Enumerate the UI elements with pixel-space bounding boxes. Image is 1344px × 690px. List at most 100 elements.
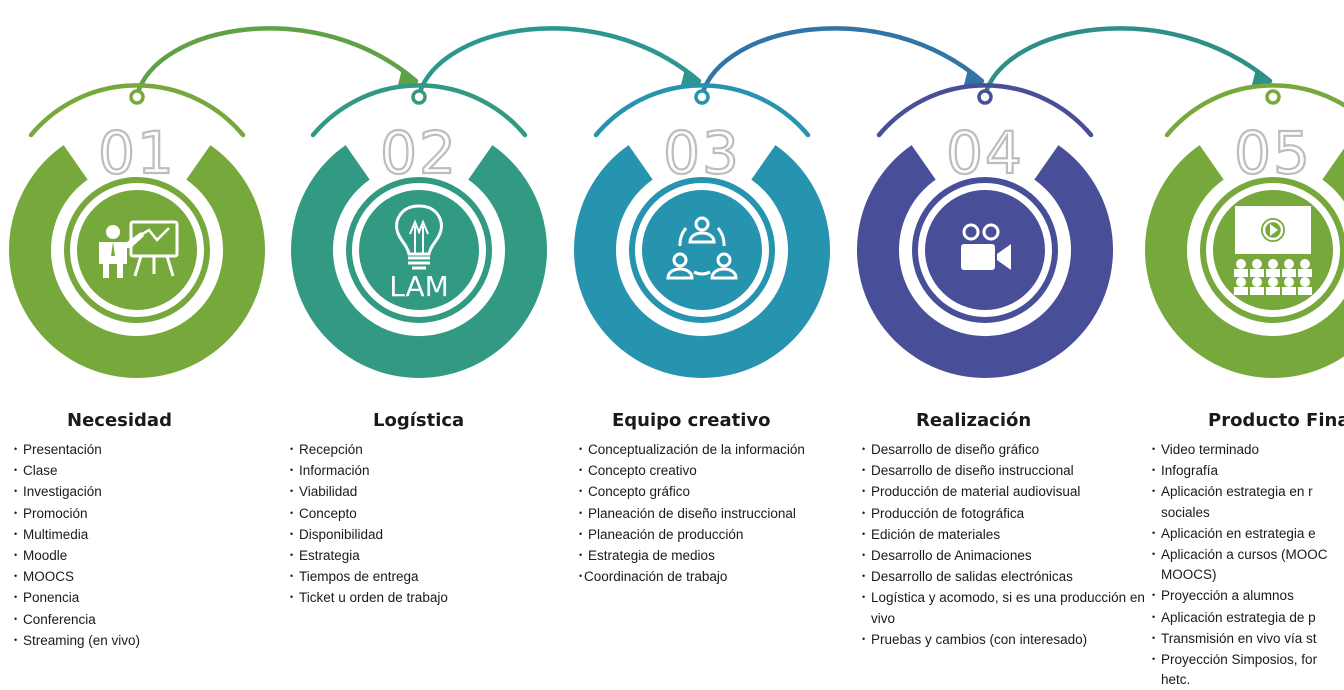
list-item: Presentación [14, 439, 304, 460]
screen-audience-icon [1234, 206, 1312, 295]
step-04-description: RealizaciónDesarrollo de diseño gráficoD… [862, 410, 1152, 650]
team-network-icon [666, 216, 738, 280]
step-03: 03 [574, 83, 830, 378]
list-item: Información [290, 460, 580, 481]
c-ring [574, 145, 830, 378]
list-item: Pruebas y cambios (con interesado) [862, 629, 1152, 650]
list-item: Moodle [14, 545, 304, 566]
inner-ring [912, 177, 1058, 323]
step-number: 05 [1234, 119, 1312, 187]
step-title: Equipo creativo [612, 410, 771, 431]
step-05-description: Producto FinaVideo terminadoInfografíaAp… [1152, 410, 1344, 690]
list-item: Desarrollo de diseño gráfico [862, 439, 1152, 460]
list-item: Planeación de producción [579, 524, 869, 545]
connector-arc [416, 26, 702, 98]
step-03-description: Equipo creativoConceptualización de la i… [579, 410, 869, 587]
c-ring [1145, 145, 1344, 378]
list-item: Concepto gráfico [579, 481, 869, 502]
c-ring [291, 145, 547, 378]
step-number: 01 [98, 119, 176, 187]
list-item: sociales [1161, 504, 1210, 520]
connector-node [411, 89, 427, 105]
list-item: Estrategia [290, 545, 580, 566]
video-camera-icon [961, 223, 1011, 270]
step-05: 05 [1145, 83, 1344, 378]
list-item: Edición de materiales [862, 524, 1152, 545]
step-items: Conceptualización de la informaciónConce… [579, 439, 869, 587]
list-item: Promoción [14, 503, 304, 524]
list-item: Producción de material audiovisual [862, 481, 1152, 502]
connector-arc [982, 26, 1273, 98]
list-item: Ponencia [14, 587, 304, 608]
icon-disc [642, 190, 762, 310]
step-title: Logística [373, 410, 465, 431]
step-items: PresentaciónClaseInvestigaciónPromociónM… [14, 439, 304, 651]
list-item: Concepto creativo [579, 460, 869, 481]
icon-disc [77, 190, 197, 310]
list-item: Ticket u orden de trabajo [290, 587, 580, 608]
list-item: Desarrollo de Animaciones [862, 545, 1152, 566]
top-arc [28, 83, 246, 138]
step-number: 04 [946, 119, 1024, 187]
list-item: Tiempos de entrega [290, 566, 580, 587]
list-item: Clase [14, 460, 304, 481]
step-items: Desarrollo de diseño gráficoDesarrollo d… [862, 439, 1152, 650]
list-item: Planeación de diseño instruccional [579, 503, 869, 524]
list-item: Logística y acomodo, si es una producció… [862, 587, 1152, 628]
step-items: RecepciónInformaciónViabilidadConceptoDi… [290, 439, 580, 609]
list-item: Estrategia de medios [579, 545, 869, 566]
icon-label: LAM [389, 270, 449, 303]
list-item: MOOCS [14, 566, 304, 587]
list-item: hetc. [1161, 672, 1191, 688]
list-item: Coordinación de trabajo [579, 566, 869, 587]
step-02-description: LogísticaRecepciónInformaciónViabilidadC… [290, 410, 580, 609]
arrow-head-icon [681, 69, 702, 85]
list-item: MOOCS) [1161, 567, 1217, 583]
step-title: Producto Fina [1208, 410, 1344, 431]
list-item: Aplicación en estrategia e [1152, 523, 1344, 544]
connector-node [1265, 89, 1281, 105]
step-01-description: NecesidadPresentaciónClaseInvestigaciónP… [14, 410, 304, 651]
list-item: Conceptualización de la información [579, 439, 869, 460]
connector-node [977, 89, 993, 105]
list-item: Desarrollo de diseño instruccional [862, 460, 1152, 481]
arrow-head-icon [964, 69, 985, 85]
connector-arc [134, 26, 419, 98]
step-title: Realización [916, 410, 1032, 431]
list-item: Aplicación estrategia de p [1152, 607, 1344, 628]
step-items: Video terminadoInfografíaAplicación estr… [1152, 439, 1344, 690]
step-number: 03 [663, 119, 741, 187]
top-arc [593, 83, 811, 138]
inner-ring [1200, 177, 1344, 323]
list-item: Producción de fotográfica [862, 503, 1152, 524]
arrow-head-icon [398, 69, 419, 85]
inner-ring [64, 177, 210, 323]
list-item: Proyección Simposios, for [1152, 649, 1344, 670]
connector-node [129, 89, 145, 105]
c-ring [8, 145, 265, 378]
arrow-head-icon [1252, 69, 1273, 85]
connector-arc [699, 26, 985, 98]
top-arc [1164, 83, 1344, 138]
step-01: 01 [8, 83, 265, 378]
list-item: Video terminado [1152, 439, 1344, 460]
list-item: Streaming (en vivo) [14, 630, 304, 651]
step-04: 04 [857, 83, 1113, 378]
presentation-teacher-icon [99, 220, 179, 278]
connector-arrows [134, 26, 1273, 98]
icon-disc [359, 190, 479, 310]
list-item: Disponibilidad [290, 524, 580, 545]
list-item: Conferencia [14, 609, 304, 630]
list-item: Investigación [14, 481, 304, 502]
list-item: Transmisión en vivo vía st [1152, 628, 1344, 649]
connector-node [694, 89, 710, 105]
lightbulb-icon: LAM [389, 204, 449, 303]
list-item: Aplicación estrategia en r [1152, 481, 1344, 502]
list-item: Aplicación a cursos (MOOC [1152, 544, 1344, 565]
list-item: Recepción [290, 439, 580, 460]
list-item: Desarrollo de salidas electrónicas [862, 566, 1152, 587]
top-arc [310, 83, 528, 138]
